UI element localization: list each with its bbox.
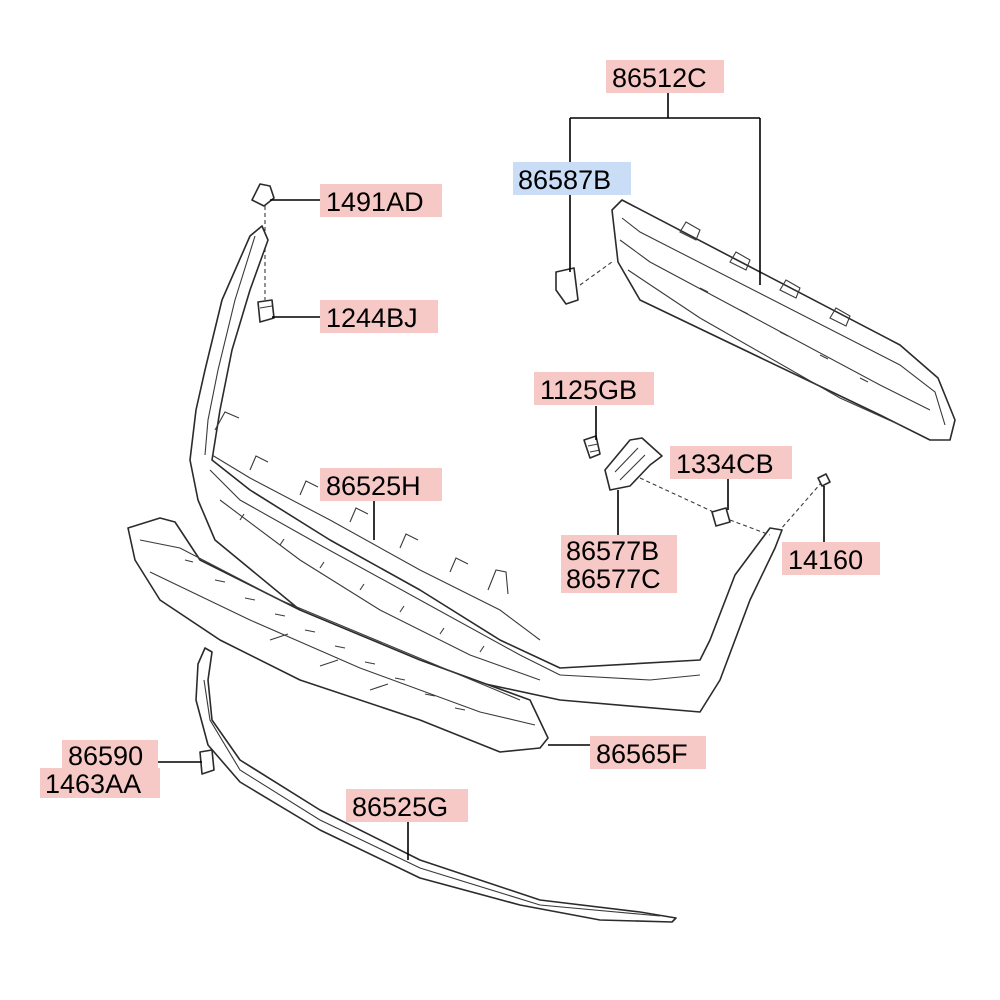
svg-text:86577B: 86577B xyxy=(566,536,659,566)
label-1334cb: 1334CB xyxy=(670,446,792,479)
svg-text:1125GB: 1125GB xyxy=(540,375,637,405)
label-86587b: 86587B xyxy=(513,162,631,195)
label-86525g: 86525G xyxy=(346,789,468,822)
svg-text:14160: 14160 xyxy=(788,545,863,575)
upper-grille-part xyxy=(611,199,956,441)
svg-text:86577C: 86577C xyxy=(566,564,661,594)
clip-1491ad-part xyxy=(251,183,275,300)
label-86577b: 86577B xyxy=(561,535,677,566)
label-86512c: 86512C xyxy=(606,60,724,93)
svg-text:1244BJ: 1244BJ xyxy=(326,303,418,333)
clip-1334cb-part xyxy=(711,507,771,536)
label-86525h: 86525H xyxy=(320,468,442,501)
svg-text:86512C: 86512C xyxy=(612,63,707,93)
leader-lines xyxy=(158,93,825,860)
side-bracket-86577b-part xyxy=(604,437,721,516)
label-1491ad: 1491AD xyxy=(320,184,442,217)
svg-text:86525H: 86525H xyxy=(326,471,421,501)
skid-plate-86565f-part xyxy=(127,517,549,753)
bumper-cover-86525h-part xyxy=(189,225,783,713)
svg-text:86565F: 86565F xyxy=(596,739,688,769)
label-86565f: 86565F xyxy=(590,736,706,769)
bracket-86587b-part xyxy=(555,261,613,305)
label-1244bj: 1244BJ xyxy=(320,300,438,333)
label-14160: 14160 xyxy=(782,542,880,575)
label-86590: 86590 xyxy=(62,740,158,771)
svg-text:1463AA: 1463AA xyxy=(45,769,141,799)
fastener-14160-part xyxy=(779,473,831,531)
label-86577c: 86577C xyxy=(561,563,677,594)
lower-molding-86525g-part xyxy=(195,647,677,923)
screw-1244bj-part xyxy=(257,299,275,323)
svg-text:1334CB: 1334CB xyxy=(676,449,774,479)
svg-text:86587B: 86587B xyxy=(518,165,611,195)
label-1125gb: 1125GB xyxy=(534,372,654,405)
svg-text:86590: 86590 xyxy=(68,741,143,771)
label-1463aa: 1463AA xyxy=(40,768,160,799)
svg-text:86525G: 86525G xyxy=(352,792,448,822)
screw-1125gb-part xyxy=(583,435,601,459)
svg-text:1491AD: 1491AD xyxy=(326,187,424,217)
